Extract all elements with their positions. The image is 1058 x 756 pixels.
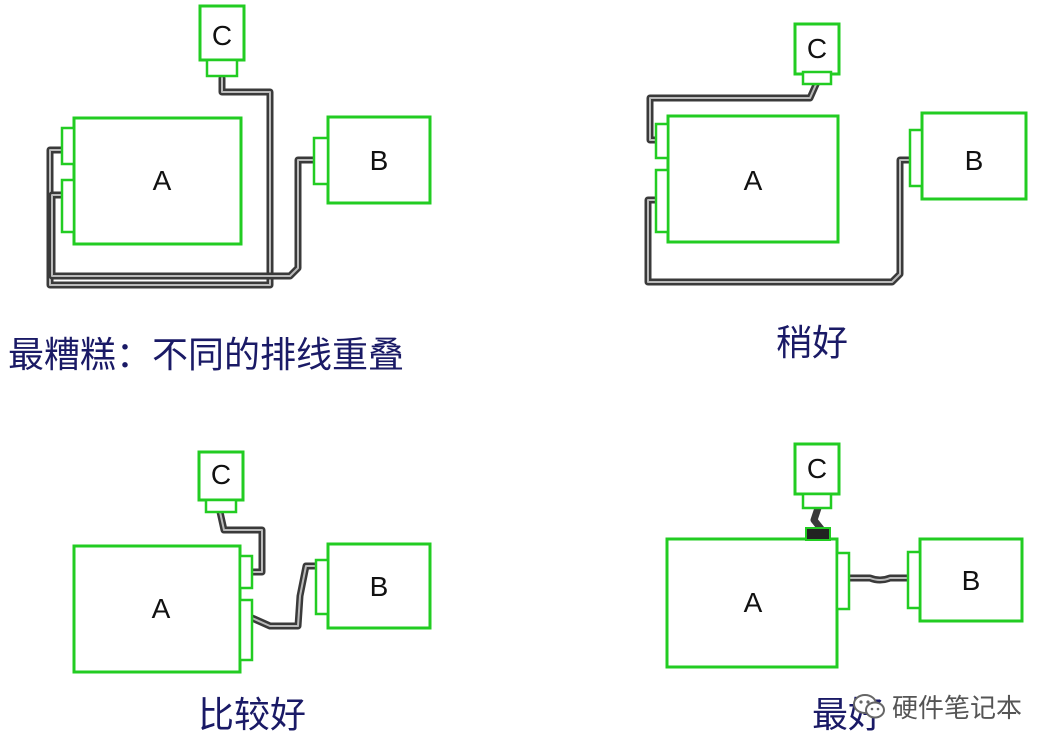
panel-better: A B C (644, 22, 1028, 286)
label-a: A (744, 587, 763, 618)
panel-worst: A B C (46, 4, 432, 289)
connector-c (801, 492, 833, 510)
box-b (326, 115, 432, 205)
label-a: A (153, 165, 172, 196)
panel-best: A B C (665, 442, 1024, 669)
label-a: A (152, 593, 171, 624)
box-c (198, 4, 246, 62)
cable-c-to-a (810, 504, 826, 534)
caption-better: 稍好 (776, 323, 849, 364)
connector-b (908, 128, 924, 188)
connector-a-top (805, 527, 831, 541)
box-c (793, 22, 841, 76)
label-b: B (962, 565, 981, 596)
connector-b (906, 550, 922, 610)
wechat-icon (853, 693, 885, 718)
label-b: B (965, 145, 984, 176)
label-a: A (744, 165, 763, 196)
connector-a-top (654, 122, 670, 160)
caption-good: 比较好 (198, 695, 307, 736)
caption-worst: 最糟糕：不同的排线重叠 (8, 335, 405, 376)
watermark-text: 硬件笔记本 (892, 694, 1023, 724)
connector-c (205, 58, 239, 78)
connector-b (312, 136, 330, 186)
box-b (326, 542, 432, 630)
box-c (793, 442, 841, 496)
panel-good: A B C (72, 450, 432, 674)
connector-a-bottom (60, 178, 76, 234)
label-b: B (370, 145, 389, 176)
connector-a-top (238, 554, 254, 590)
box-b (918, 537, 1024, 623)
connector-c (204, 498, 238, 514)
label-c: C (212, 20, 232, 51)
connector-a-bottom (654, 168, 670, 234)
watermark: 硬件笔记本 (852, 688, 1022, 725)
label-c: C (807, 453, 827, 484)
label-b: B (370, 571, 389, 602)
connector-c (801, 70, 833, 86)
label-c: C (807, 33, 827, 64)
label-c: C (211, 459, 231, 490)
connector-a-right (835, 551, 851, 611)
connector-a-bottom (238, 598, 254, 662)
connector-a-top (60, 126, 76, 166)
connector-b (314, 558, 330, 616)
box-a (72, 544, 242, 674)
